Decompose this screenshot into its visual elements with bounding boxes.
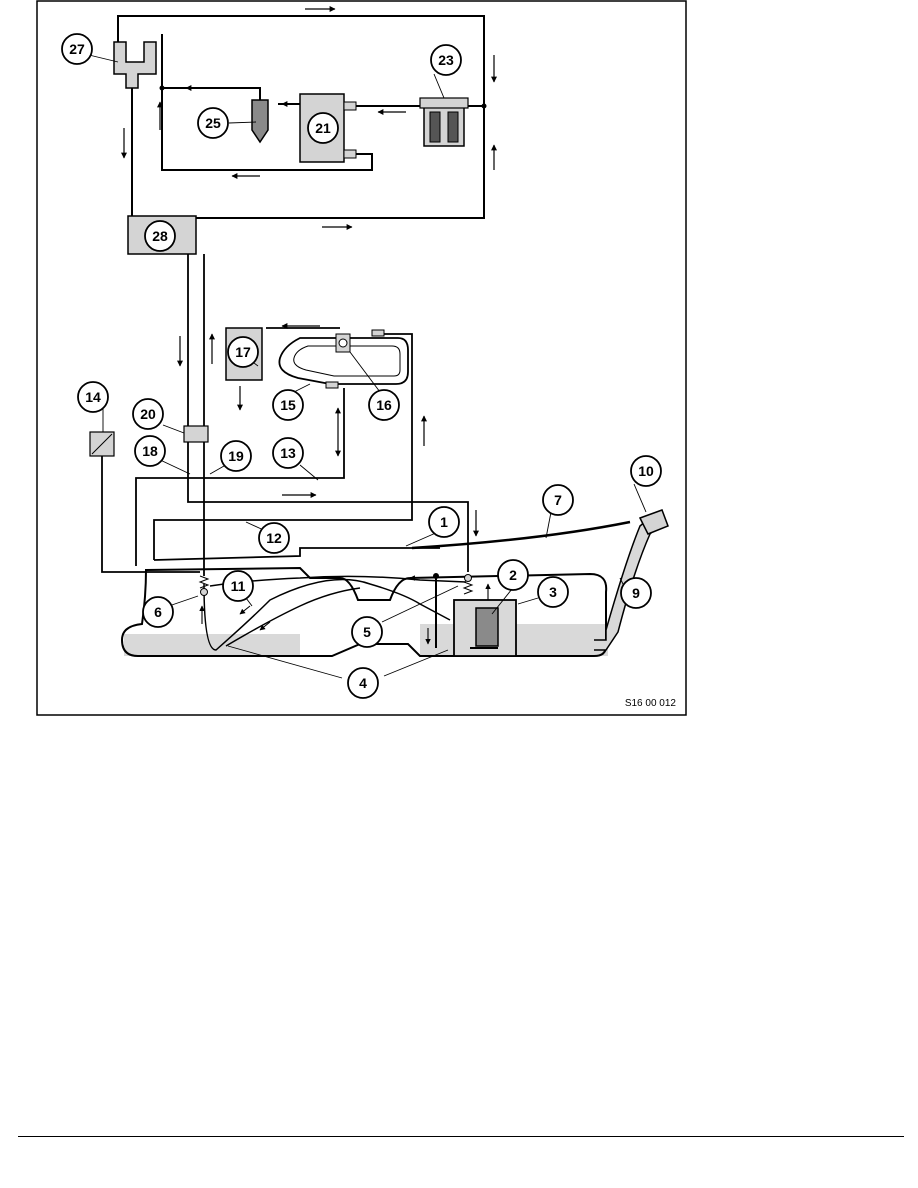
callout-23: 23 xyxy=(438,52,454,68)
callout-15: 15 xyxy=(280,397,296,413)
top-loop-lines xyxy=(117,15,485,219)
valve-ball xyxy=(464,574,472,582)
footer-rule xyxy=(18,1136,904,1137)
middle-lines xyxy=(101,254,469,576)
callout-21: 21 xyxy=(315,120,331,136)
component-5-pivot xyxy=(433,573,439,579)
component-20-connector xyxy=(183,425,209,443)
vent-line-7 xyxy=(411,520,631,550)
top-loop-arrows xyxy=(121,6,497,230)
callout-28: 28 xyxy=(152,228,168,244)
component-25-injector xyxy=(251,99,269,144)
callout-20: 20 xyxy=(140,406,156,422)
callout-7: 7 xyxy=(554,492,562,508)
line-1 xyxy=(153,547,440,561)
callout-13: 13 xyxy=(280,445,296,461)
component-23-element xyxy=(429,111,441,143)
filler-cap-10 xyxy=(638,509,669,535)
component-15-tank xyxy=(278,337,409,385)
spring-icon xyxy=(462,581,474,595)
junction-dot xyxy=(159,85,165,91)
callout-10: 10 xyxy=(638,463,654,479)
component-21-port xyxy=(343,101,357,111)
port xyxy=(371,329,385,337)
callout-19: 19 xyxy=(228,448,244,464)
component-15-inner xyxy=(293,345,401,377)
component-23-cap xyxy=(419,97,469,109)
component-16-ball xyxy=(338,338,348,348)
spring-icon xyxy=(198,575,210,589)
junction-dot xyxy=(481,103,487,109)
callout-18: 18 xyxy=(142,443,158,459)
port xyxy=(325,381,339,389)
callout-11: 11 xyxy=(231,578,246,594)
tank-arrows xyxy=(199,575,491,645)
callout-6: 6 xyxy=(154,604,162,620)
callout-14: 14 xyxy=(85,389,101,405)
fuel-tank-outline xyxy=(120,566,608,657)
callout-27: 27 xyxy=(69,41,85,57)
callout-2: 2 xyxy=(509,567,517,583)
callout-9: 9 xyxy=(632,585,640,601)
component-14-slash xyxy=(91,433,113,455)
callout-3: 3 xyxy=(549,584,557,600)
callout-badges xyxy=(61,33,662,699)
callout-labels: 27 23 25 21 28 17 15 16 14 20 18 19 13 1… xyxy=(69,41,654,691)
component-6-valve xyxy=(200,588,208,596)
callout-12: 12 xyxy=(266,530,282,546)
callout-17: 17 xyxy=(235,344,251,360)
callout-4: 4 xyxy=(359,675,367,691)
callout-5: 5 xyxy=(363,624,371,640)
fuel-system-diagram: 27 23 25 21 28 17 15 16 14 20 18 19 13 1… xyxy=(36,0,687,716)
callout-16: 16 xyxy=(376,397,392,413)
component-21-port xyxy=(343,149,357,159)
component-2-pump xyxy=(475,607,499,647)
component-27-manifold xyxy=(113,41,157,89)
callout-1: 1 xyxy=(440,514,448,530)
figure-reference: S16 00 012 xyxy=(625,698,677,709)
middle-arrows xyxy=(177,323,479,537)
callout-25: 25 xyxy=(205,115,221,131)
component-23-element xyxy=(447,111,459,143)
